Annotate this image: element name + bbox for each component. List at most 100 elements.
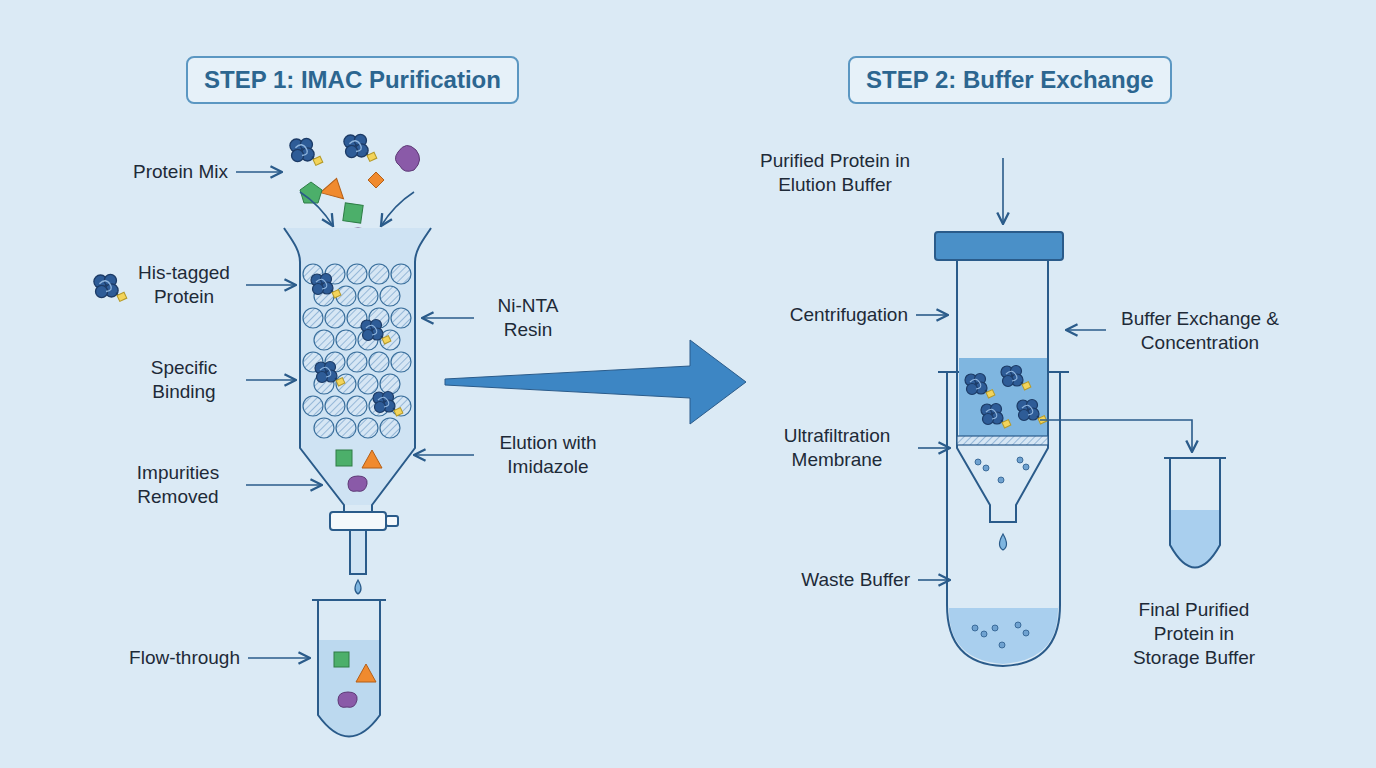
callout-label: Elution with Imidazole [482, 431, 614, 479]
resin-beads-part [314, 418, 334, 438]
centrifugal-filter-part-part [1023, 630, 1029, 636]
centrifugal-filter-part [957, 260, 1048, 522]
callout-text: Purified Protein in Elution Buffer [760, 150, 910, 195]
step-header: STEP 2: Buffer Exchange [848, 56, 1172, 104]
callout-text: Specific Binding [151, 357, 218, 402]
centrifugal-filter-part-part [998, 477, 1004, 483]
callout-label: Flow-through [96, 646, 240, 670]
imac-column-part [355, 580, 361, 594]
centrifugal-filter-part [959, 358, 1047, 438]
protein-mix-part [290, 138, 323, 165]
step-header: STEP 1: IMAC Purification [186, 56, 519, 104]
leader-arrows-part [918, 579, 950, 581]
protein-mix [290, 134, 420, 242]
final-tube-part [1170, 510, 1220, 568]
protein-mix-part [344, 134, 377, 161]
leader-arrows-part [414, 454, 474, 456]
resin-beads [303, 264, 411, 438]
resin-beads-part [369, 264, 389, 284]
centrifugal-filter-part [972, 457, 1029, 648]
imac-column-part [361, 320, 391, 344]
leader-arrows-part [422, 317, 474, 319]
callout-label: Ni-NTA Resin [482, 294, 574, 342]
leader-arrows-part [1066, 329, 1106, 331]
leader-arrows-part [918, 447, 950, 449]
resin-beads-part [380, 418, 400, 438]
protein-mix-part [300, 192, 333, 226]
final-tube [1164, 458, 1226, 568]
centrifugal-filter-part-part [1015, 622, 1021, 628]
resin-beads-part [303, 308, 323, 328]
centrifugal-filter-part [1001, 366, 1031, 390]
centrifugal-filter-part-part [975, 459, 981, 465]
callout-text: Flow-through [129, 647, 240, 668]
centrifugal-filter-part [949, 608, 1058, 664]
centrifugal-filter-part [1040, 420, 1192, 452]
callout-label: Final Purified Protein in Storage Buffer [1124, 598, 1264, 670]
imac-column-part [386, 516, 398, 526]
callout-label: Purified Protein in Elution Buffer [740, 149, 930, 197]
resin-beads-part [325, 308, 345, 328]
resin-beads-part [391, 308, 411, 328]
callout-label: Buffer Exchange & Concentration [1112, 307, 1288, 355]
resin-beads-part [347, 264, 367, 284]
imac-column-part [348, 476, 367, 491]
flow-through-tube-part [312, 599, 386, 601]
centrifugal-filter-part [1000, 534, 1007, 550]
centrifugal-filter-part-part [1017, 457, 1023, 463]
centrifugal-filter-part-part [972, 625, 978, 631]
flow-through-tube-part [338, 692, 357, 707]
centrifugal-filter-part [957, 436, 1048, 445]
callout-label: Centrifugation [756, 303, 908, 327]
leader-arrows-part [916, 314, 948, 316]
resin-beads-part [347, 396, 367, 416]
callout-label: Protein Mix [96, 160, 228, 184]
imac-column-part [284, 228, 431, 505]
transfer-arrow [445, 340, 746, 424]
callout-text: Elution with Imidazole [499, 432, 596, 477]
centrifugal-filter-part-part [999, 642, 1005, 648]
callout-text: Centrifugation [790, 304, 908, 325]
callout-text: His-tagged Protein [138, 262, 230, 307]
centrifugal-filter-part [981, 404, 1011, 428]
centrifugal-filter-part [935, 232, 1063, 260]
imac-column-part [336, 450, 352, 466]
callout-text: Impurities Removed [137, 462, 219, 507]
flow-through-tube-part [318, 600, 380, 737]
final-tube-part [1170, 458, 1220, 568]
flow-through-tube [312, 600, 386, 737]
protein-mix-part [381, 192, 414, 226]
resin-beads-part [336, 330, 356, 350]
callout-text: Ni-NTA Resin [498, 295, 559, 340]
callout-text: Ultrafiltration Membrane [784, 425, 891, 470]
imac-column-part [330, 512, 386, 530]
imac-column-part [350, 530, 366, 574]
protein-mix-part [368, 172, 384, 188]
protein-icon [94, 274, 127, 301]
imac-column-part [311, 274, 341, 298]
resin-beads-part [358, 286, 378, 306]
centrifugal-filter-part-part [992, 625, 998, 631]
imac-column [284, 228, 431, 594]
centrifugal-filter-part-part [981, 631, 987, 637]
imac-column-part [373, 392, 403, 416]
flow-through-tube-part [356, 664, 376, 682]
leader-arrows-part [246, 484, 322, 486]
imac-column-part [362, 450, 382, 468]
resin-beads-part [391, 352, 411, 372]
leader-arrows-part [248, 657, 310, 659]
leader-arrows-part [246, 379, 296, 381]
callout-text: Buffer Exchange & Concentration [1121, 308, 1279, 353]
leader-arrows-part [236, 171, 282, 173]
resin-beads-part [325, 396, 345, 416]
callout-text: Final Purified Protein in Storage Buffer [1133, 599, 1255, 668]
callout-label: His-tagged Protein [128, 261, 240, 309]
callout-label: Specific Binding [128, 356, 240, 404]
callout-label: Impurities Removed [116, 461, 240, 509]
callout-text: Waste Buffer [801, 569, 910, 590]
protein-mix-part [320, 175, 348, 199]
resin-beads-part [358, 374, 378, 394]
resin-beads-part [380, 286, 400, 306]
final-tube-part [1164, 457, 1226, 459]
